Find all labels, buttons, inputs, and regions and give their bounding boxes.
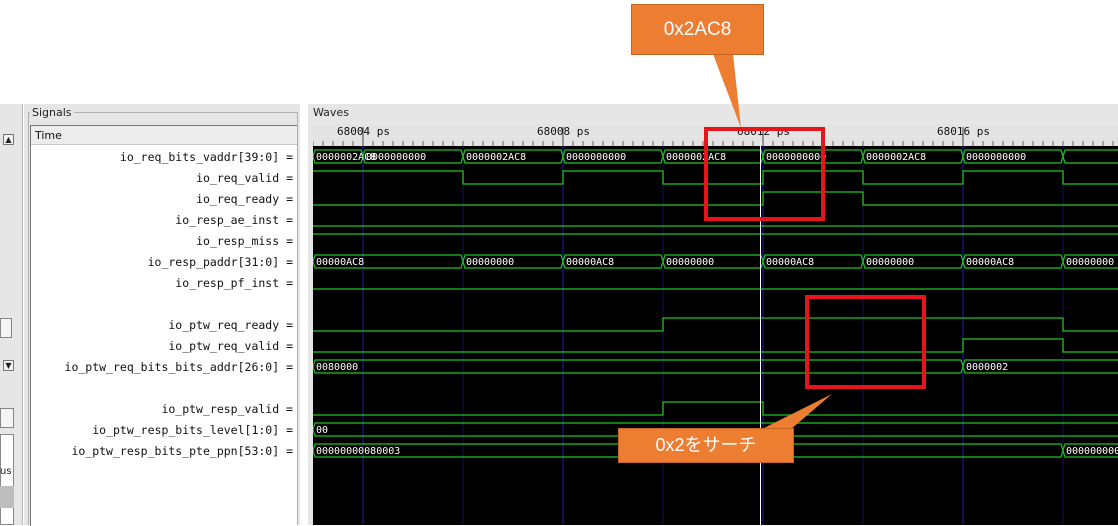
bus-segment (962, 359, 1118, 374)
bus-value-label: 0000002AC8 (316, 152, 376, 163)
bus-value-label: 0000002 (966, 362, 1008, 373)
signals-title: Signals (30, 106, 74, 119)
signal-name-row[interactable]: io_ptw_req_bits_bits_addr[26:0] = (64, 360, 293, 374)
bus-value-label: 0000000000 (566, 152, 626, 163)
bus-value-label: 00 (316, 425, 328, 436)
bus-value-label: 0000000000 (766, 152, 826, 163)
bus-value-label: 0080000 (316, 362, 358, 373)
signal-name-row[interactable]: io_resp_ae_inst = (175, 213, 293, 227)
bus-segment (962, 149, 1064, 164)
signal-name-row[interactable]: io_ptw_resp_bits_level[1:0] = (92, 423, 293, 437)
left-fragment-text: us (0, 466, 12, 477)
scroll-thumb[interactable] (0, 318, 12, 338)
bus-segment (1062, 149, 1118, 164)
highlight-box-vaddr (704, 127, 825, 221)
bit-waveform (313, 317, 1118, 332)
bus-segment (1062, 443, 1118, 458)
callout-search: 0x2をサーチ (618, 428, 794, 463)
bus-value-label: 00000000080003 (1066, 446, 1118, 457)
left-list-selection (0, 486, 14, 508)
down-arrow-icon: ▼ (5, 361, 12, 370)
signal-name-row[interactable]: io_resp_miss = (196, 234, 293, 248)
bus-value-label: 00000AC8 (316, 257, 364, 268)
waves-title: Waves (311, 106, 351, 119)
bit-waveform (313, 170, 1118, 185)
bottom-callout-pointer (760, 394, 832, 430)
bus-segment (862, 254, 964, 269)
bus-value-label: 0000000000 (966, 152, 1026, 163)
bit-waveform (313, 338, 1118, 353)
bus-value-label: 00000AC8 (566, 257, 614, 268)
signal-name-row[interactable]: io_req_bits_vaddr[39:0] = (119, 150, 293, 164)
bit-waveform (313, 191, 1118, 206)
bus-segment (313, 149, 364, 164)
bus-value-label: 0000000000 (366, 152, 426, 163)
signal-name-row[interactable]: io_ptw_req_valid = (168, 339, 293, 353)
bus-segment (313, 254, 464, 269)
ruler-tick-label: 68016 ps (937, 125, 990, 138)
bus-value-label: 00000000 (466, 257, 514, 268)
bus-value-label: 00000000 (866, 257, 914, 268)
bit-waveform (313, 401, 1118, 416)
scroll-down-button[interactable]: ▼ (3, 360, 14, 371)
bus-segment (862, 149, 964, 164)
bus-segment (1062, 254, 1118, 269)
time-header: Time (31, 126, 297, 145)
ruler-tick-label: 68008 ps (537, 125, 590, 138)
up-arrow-icon: ▲ (5, 135, 12, 144)
signal-name-row[interactable]: io_req_valid = (196, 171, 293, 185)
bus-segment (562, 149, 664, 164)
bus-segment (762, 254, 864, 269)
signal-name-row[interactable]: io_ptw_req_ready = (168, 318, 293, 332)
signal-name-row[interactable]: io_resp_paddr[31:0] = (147, 255, 293, 269)
signals-frame (28, 112, 298, 525)
signal-name-row[interactable]: io_ptw_resp_bits_pte_ppn[53:0] = (71, 444, 293, 458)
signals-list[interactable]: Time io_req_bits_vaddr[39:0] = io_req_val… (30, 125, 297, 526)
bus-value-label: 0000002AC8 (466, 152, 526, 163)
ruler-tick-label: 68004 ps (337, 125, 390, 138)
bus-segment (962, 254, 1064, 269)
left-toolbar-box[interactable] (0, 408, 14, 428)
bus-segment (462, 149, 564, 164)
bus-value-label: 0000002AC8 (866, 152, 926, 163)
bus-segment (362, 149, 464, 164)
left-panel-fragment: ▲ ▼ (0, 104, 23, 525)
scroll-up-button[interactable]: ▲ (3, 134, 14, 145)
signal-name-row[interactable]: io_req_ready = (196, 192, 293, 206)
bus-value-label: 00000AC8 (766, 257, 814, 268)
bus-value-label: 00000000080003 (316, 446, 400, 457)
top-callout-pointer (713, 54, 741, 128)
bus-value-label: 00000AC8 (966, 257, 1014, 268)
bus-segment (313, 359, 964, 374)
signal-name-row[interactable]: io_ptw_resp_valid = (161, 402, 293, 416)
bus-value-label: 0000002AC8 (666, 152, 726, 163)
bus-value-label: 00000000 (1066, 257, 1114, 268)
signal-name-row[interactable]: io_resp_pf_inst = (175, 276, 293, 290)
callout-vaddr: 0x2AC8 (631, 4, 764, 55)
bus-segment (562, 254, 664, 269)
highlight-box-ptw-addr (805, 295, 926, 389)
bus-segment (462, 254, 564, 269)
bus-value-label: 00000000 (666, 257, 714, 268)
bus-segment (762, 149, 864, 164)
time-ruler (313, 125, 1118, 146)
